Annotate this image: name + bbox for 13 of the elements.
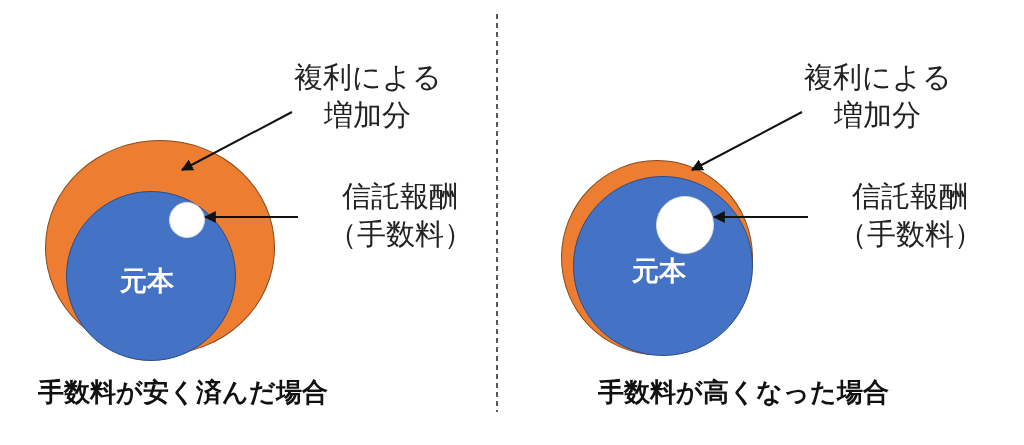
small-circle xyxy=(169,202,205,238)
callout-text: 複利による増加分 xyxy=(795,58,960,134)
callout-text: 信託報酬（手数料） xyxy=(830,177,990,253)
arrow xyxy=(712,211,809,223)
arrow xyxy=(180,111,293,171)
callout-text: 複利による増加分 xyxy=(285,58,450,134)
panel-caption: 手数料が高くなった場合 xyxy=(598,376,889,409)
panel-caption: 手数料が安く済んだ場合 xyxy=(38,376,328,409)
circle-label: 元本 xyxy=(631,254,686,289)
arrow xyxy=(690,111,803,171)
circle-label: 元本 xyxy=(119,264,174,299)
callout-text: 信託報酬（手数料） xyxy=(320,177,480,253)
arrow xyxy=(203,211,299,223)
